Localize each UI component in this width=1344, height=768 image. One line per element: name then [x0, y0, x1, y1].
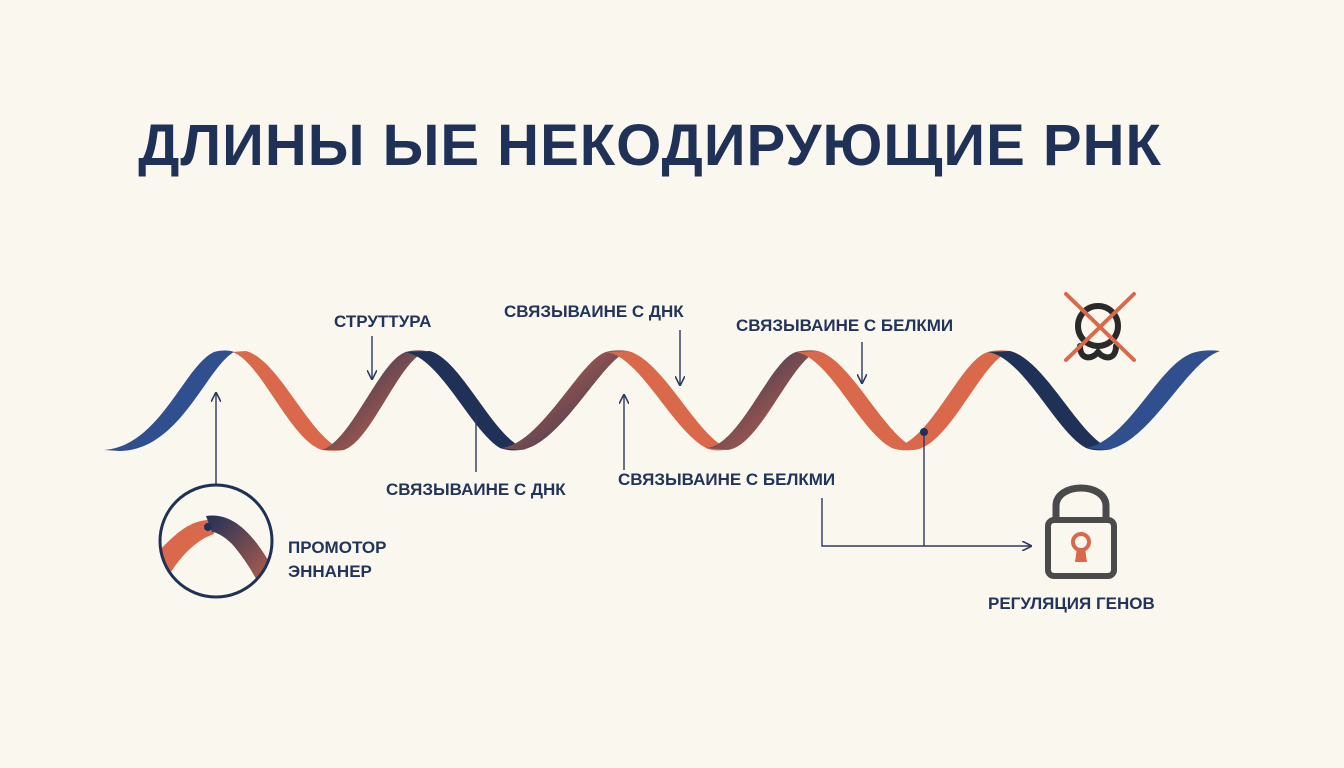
helix-segment-3 — [322, 350, 426, 450]
helix-segment-2 — [232, 351, 344, 451]
label-enhancer: ЭННАНЕР — [288, 562, 372, 581]
helix-segment-7 — [706, 350, 818, 450]
label-protein-binding-bottom: СВЯЗЫВАИНЕ С БЕЛКМИ — [618, 470, 836, 489]
label-protein-binding-top: СВЯЗЫВАИНЕ С БЕЛКМИ — [736, 316, 954, 335]
helix-segment-6 — [606, 351, 730, 451]
label-promoter: ПРОМОТОР — [288, 538, 387, 557]
helix-segment-4 — [404, 351, 526, 451]
crossed-out-protein-icon — [1064, 292, 1136, 362]
promoter-zoom-circle — [158, 483, 274, 599]
padlock-icon — [1045, 484, 1117, 579]
label-dna-binding-top: СВЯЗЫВАИНЕ С ДНК — [504, 302, 684, 321]
binding-site-dot — [472, 406, 480, 414]
helix-segment-8 — [796, 351, 918, 451]
helix-segment-5 — [500, 350, 628, 450]
helix-segment-11 — [1086, 350, 1220, 450]
page-title: ДЛИНЫ ЫЕ НЕКОДИРУЮЩИЕ РНК — [138, 113, 1162, 178]
helix-segment-1 — [104, 350, 234, 451]
label-gene-regulation: РЕГУЛЯЦИЯ ГЕНОВ — [988, 594, 1155, 613]
label-dna-binding-bottom: СВЯЗЫВАИНЕ С ДНК — [386, 480, 566, 499]
helix-segment-10 — [988, 351, 1112, 451]
label-structure: СТРУТТУРА — [334, 312, 432, 331]
binding-site-dot — [920, 428, 928, 436]
regulation-connector — [821, 498, 1030, 546]
helix-segment-9 — [892, 350, 1010, 450]
rna-helix-ribbon — [104, 350, 1220, 451]
